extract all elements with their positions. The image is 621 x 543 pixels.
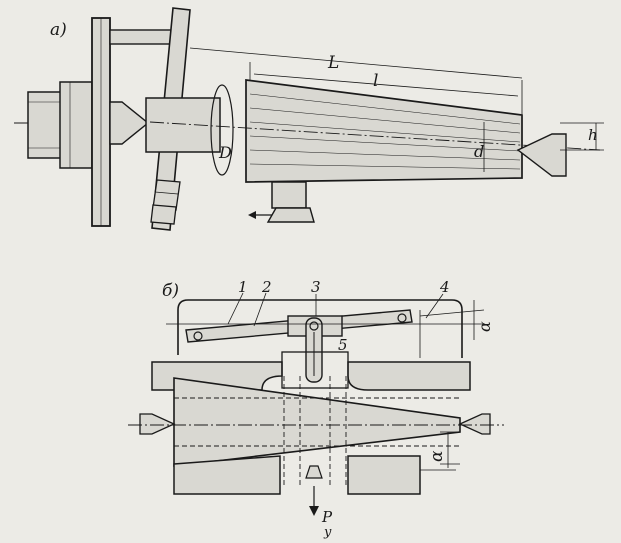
- force-label-y: y: [323, 525, 332, 540]
- live-center: [109, 101, 150, 145]
- cross-slide: [281, 351, 349, 389]
- figure-b: б) α 1 2 3 4 5: [128, 278, 504, 540]
- guide-plate: [177, 299, 463, 358]
- label-alpha-upper: α: [475, 321, 494, 332]
- cutting-tool: [271, 181, 307, 209]
- force-label-P: P: [321, 508, 333, 526]
- callout-4: 4: [439, 278, 450, 296]
- label-d: d: [474, 142, 484, 161]
- diameter-d-ellipse: [210, 84, 234, 176]
- figure-a: а) D: [14, 7, 604, 231]
- spindle-collar: [59, 81, 93, 169]
- workpiece-stub: [145, 97, 221, 153]
- label-l: l: [373, 71, 378, 91]
- callout-2: 2: [261, 278, 272, 296]
- callout-5: 5: [338, 336, 348, 354]
- label-L: L: [327, 53, 339, 73]
- right-center-b: [458, 413, 491, 435]
- callout-1: 1: [238, 278, 248, 296]
- workpiece-taper: [245, 79, 523, 183]
- label-alpha-lower: α: [427, 450, 447, 462]
- left-center-b: [139, 413, 176, 435]
- label-D: D: [218, 143, 232, 162]
- lower-rail: [173, 455, 281, 495]
- tool-b: [305, 465, 323, 479]
- workpiece-axis: [149, 121, 601, 151]
- taper-hatching: [249, 93, 521, 170]
- figure-b-label: б): [162, 281, 179, 301]
- callout-leaders: [227, 292, 444, 327]
- workpiece-b: [173, 377, 461, 467]
- callout-3: 3: [311, 278, 321, 296]
- figure-a-label: а): [50, 20, 67, 40]
- label-h: h: [588, 126, 598, 144]
- dead-center: [516, 133, 567, 177]
